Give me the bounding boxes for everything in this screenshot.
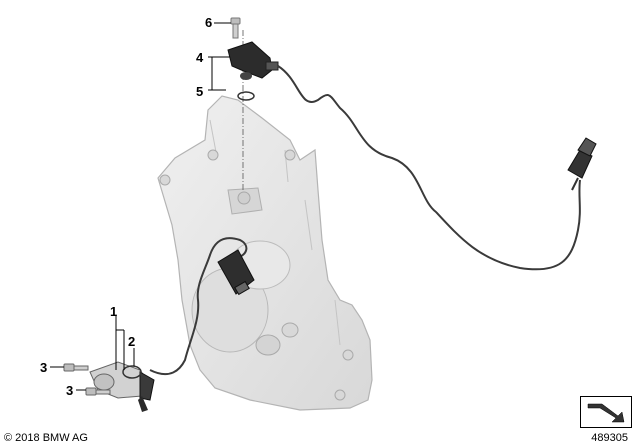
callout-4: 4 xyxy=(196,50,204,65)
callout-5: 5 xyxy=(196,84,203,99)
orientation-arrow-icon xyxy=(580,396,632,428)
bolt-part-3-lower xyxy=(85,387,111,396)
o-ring-part-2 xyxy=(122,365,142,379)
sensor-part-1 xyxy=(89,361,155,412)
leader-lines xyxy=(50,22,231,391)
cable-connector-middle xyxy=(217,249,255,296)
sensor-cable-top xyxy=(277,65,581,271)
bolt-part-6 xyxy=(230,17,241,39)
engine-housing xyxy=(157,95,373,411)
callout-3-lower: 3 xyxy=(66,383,73,398)
callout-2: 2 xyxy=(128,334,135,349)
bolt-part-3-upper xyxy=(63,363,89,372)
callout-3-upper: 3 xyxy=(40,360,47,375)
o-ring-part-5 xyxy=(237,91,255,101)
callout-6: 6 xyxy=(205,15,212,30)
sensor-cable-middle xyxy=(149,237,248,376)
diagram-number: 489305 xyxy=(591,432,628,444)
sensor-part-4 xyxy=(227,41,279,80)
copyright-text: © 2018 BMW AG xyxy=(4,432,88,444)
cable-connector-right xyxy=(567,137,597,191)
callout-1: 1 xyxy=(110,304,117,319)
